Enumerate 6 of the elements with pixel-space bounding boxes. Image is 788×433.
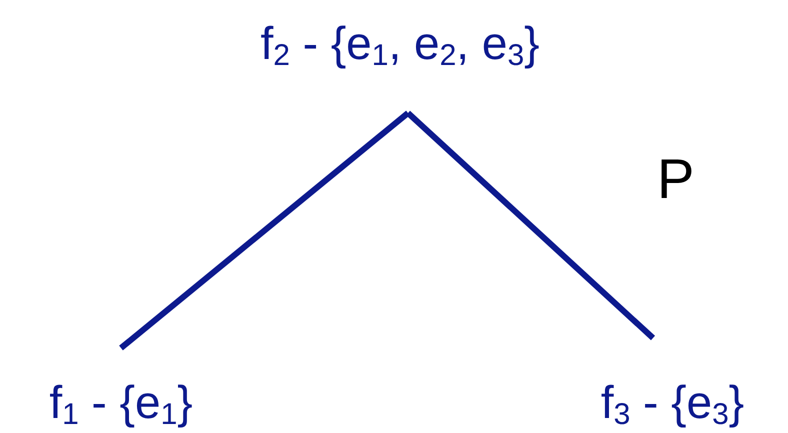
- label-text: P: [657, 146, 694, 211]
- node-label: f$_{3}$ - {e$_{3}$}: [600, 379, 744, 430]
- node-label: f$_{2}$ - {e$_{1}$, e$_{2}$, e$_{3}$}: [260, 20, 540, 71]
- node-label: f$_{1}$ - {e$_{1}$}: [49, 379, 193, 430]
- connector-line: [119, 110, 410, 350]
- connector-line: [406, 110, 656, 340]
